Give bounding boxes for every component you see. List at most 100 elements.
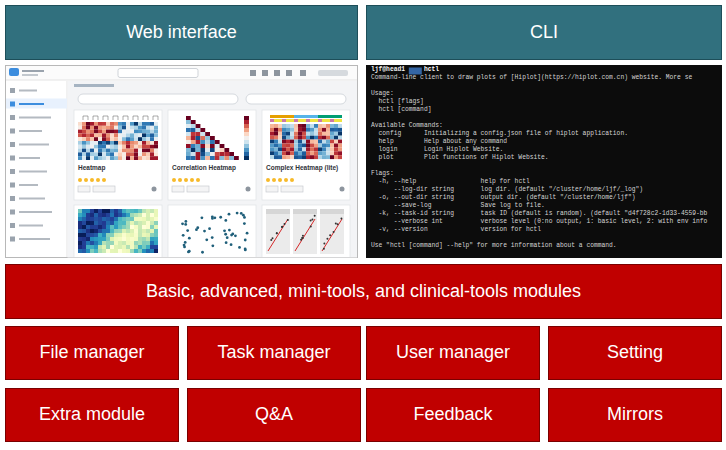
dendrogram xyxy=(113,116,118,120)
heatmap-cell xyxy=(118,225,122,229)
annotation-bar xyxy=(270,119,274,122)
heatmap-cell xyxy=(150,145,154,149)
scatter-dot xyxy=(244,248,247,251)
heatmap-cell xyxy=(122,126,126,130)
correlation-cell xyxy=(186,120,191,124)
correlation-cell xyxy=(186,156,191,160)
correlation-cell xyxy=(205,156,210,160)
scatter-dot xyxy=(188,237,191,240)
heatmap-cell xyxy=(154,152,158,156)
heatmap-cell xyxy=(110,245,114,249)
heatmap-cell xyxy=(270,140,274,144)
heatmap-cell xyxy=(126,241,130,245)
heatmap-cell xyxy=(150,209,154,213)
facet-panel xyxy=(266,214,290,254)
heatmap-cell xyxy=(318,144,322,148)
heatmap-cell xyxy=(134,122,138,126)
heatmap-cell xyxy=(106,156,110,160)
feature-box: Task manager xyxy=(187,326,361,380)
heatmap-cell xyxy=(94,217,98,221)
heatmap-cell xyxy=(142,209,146,213)
heatmap-cell xyxy=(102,217,106,221)
heatmap-cell xyxy=(154,237,158,241)
heatmap-cell xyxy=(102,221,106,225)
heatmap-cell xyxy=(114,233,118,237)
box-label: CLI xyxy=(530,22,558,44)
annotation-bar xyxy=(278,115,282,118)
heatmap-cell xyxy=(118,141,122,145)
heatmap-cell xyxy=(90,133,94,137)
card xyxy=(168,205,256,257)
heatmap-cell xyxy=(310,140,314,144)
terminal-line: --log-dir string xyxy=(394,186,454,194)
filter-bar xyxy=(246,94,346,104)
heatmap-cell xyxy=(126,137,130,141)
terminal-line: plot xyxy=(379,154,394,162)
heatmap-cell xyxy=(130,233,134,237)
heatmap-cell xyxy=(286,140,290,144)
heatmap-cell xyxy=(106,233,110,237)
heatmap-cell xyxy=(134,130,138,134)
heatmap-cell xyxy=(110,217,114,221)
rating-star xyxy=(96,178,100,182)
heatmap-cell xyxy=(138,152,142,156)
heatmap-cell xyxy=(122,245,126,249)
sidebar-item xyxy=(19,157,40,159)
heatmap-cell xyxy=(138,229,142,233)
heatmap-cell xyxy=(78,233,82,237)
heatmap-cell xyxy=(134,229,138,233)
heatmap-cell xyxy=(86,245,90,249)
sidebar-item xyxy=(19,198,45,200)
scatter-dot xyxy=(200,216,203,219)
heatmap-cell xyxy=(334,124,338,128)
color-key xyxy=(244,132,249,136)
heatmap-cell xyxy=(150,229,154,233)
heatmap-cell xyxy=(86,149,90,153)
heatmap-cell xyxy=(98,152,102,156)
heatmap-cell xyxy=(134,156,138,160)
heatmap-cell xyxy=(94,145,98,149)
heatmap-cell xyxy=(102,209,106,213)
annotation-bar xyxy=(282,119,286,122)
heatmap-cell xyxy=(114,141,118,145)
heatmap-cell xyxy=(134,137,138,141)
scatter-dot xyxy=(244,248,247,251)
heatmap-cell xyxy=(94,249,98,253)
annotation-bar xyxy=(282,115,286,118)
heatmap-cell xyxy=(130,137,134,141)
content-ground xyxy=(68,81,358,258)
rating-star xyxy=(284,178,288,182)
box-label: Extra module xyxy=(39,404,145,426)
heatmap-cell xyxy=(150,141,154,145)
heatmap-cell xyxy=(310,155,314,159)
heatmap-cell xyxy=(126,141,130,145)
correlation-cell xyxy=(229,156,234,160)
heatmap-cell xyxy=(270,136,274,140)
sidebar-icon xyxy=(10,156,15,161)
toolbar-icon xyxy=(300,70,306,76)
heatmap-cell xyxy=(138,149,142,153)
heatmap-cell xyxy=(122,137,126,141)
heatmap-cell xyxy=(118,241,122,245)
correlation-cell xyxy=(200,132,205,136)
heatmap-cell xyxy=(150,225,154,229)
heatmap-cell xyxy=(98,213,102,217)
terminal-line: Initializing a config.json file of hiplo… xyxy=(424,130,628,138)
heatmap-cell xyxy=(134,241,138,245)
heatmap-cell xyxy=(154,217,158,221)
heatmap-cell xyxy=(154,122,158,126)
heatmap-cell xyxy=(90,122,94,126)
trend-line xyxy=(295,219,315,251)
heatmap-cell xyxy=(334,155,338,159)
correlation-cell xyxy=(186,136,191,140)
heatmap-cell xyxy=(106,133,110,137)
heatmap-cell xyxy=(138,145,142,149)
heatmap-cell xyxy=(82,213,86,217)
heatmap-cell xyxy=(82,145,86,149)
heatmap-cell xyxy=(126,225,130,229)
heatmap-cell xyxy=(122,241,126,245)
heatmap-cell xyxy=(94,233,98,237)
heatmap-cell xyxy=(154,241,158,245)
terminal-line: Usage: xyxy=(371,90,394,98)
heatmap-cell xyxy=(146,233,150,237)
